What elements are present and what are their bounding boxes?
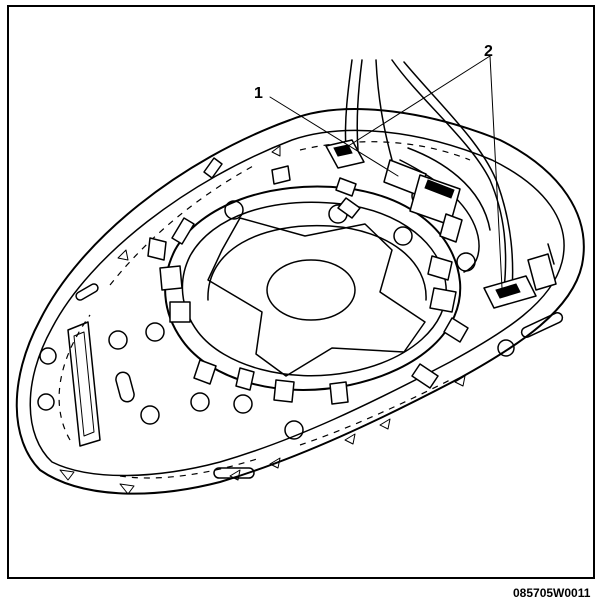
callout-1-label: 1	[254, 85, 263, 102]
wiring-harness	[344, 59, 514, 293]
connector-1	[383, 159, 463, 243]
figure-reference-code: 085705W0011	[513, 586, 591, 600]
callout-leaders	[269, 55, 503, 289]
adjustment-motor-ring	[147, 157, 469, 405]
figure-border	[7, 5, 595, 579]
connector-2-right	[483, 243, 557, 309]
callout-2-label: 2	[484, 43, 493, 60]
